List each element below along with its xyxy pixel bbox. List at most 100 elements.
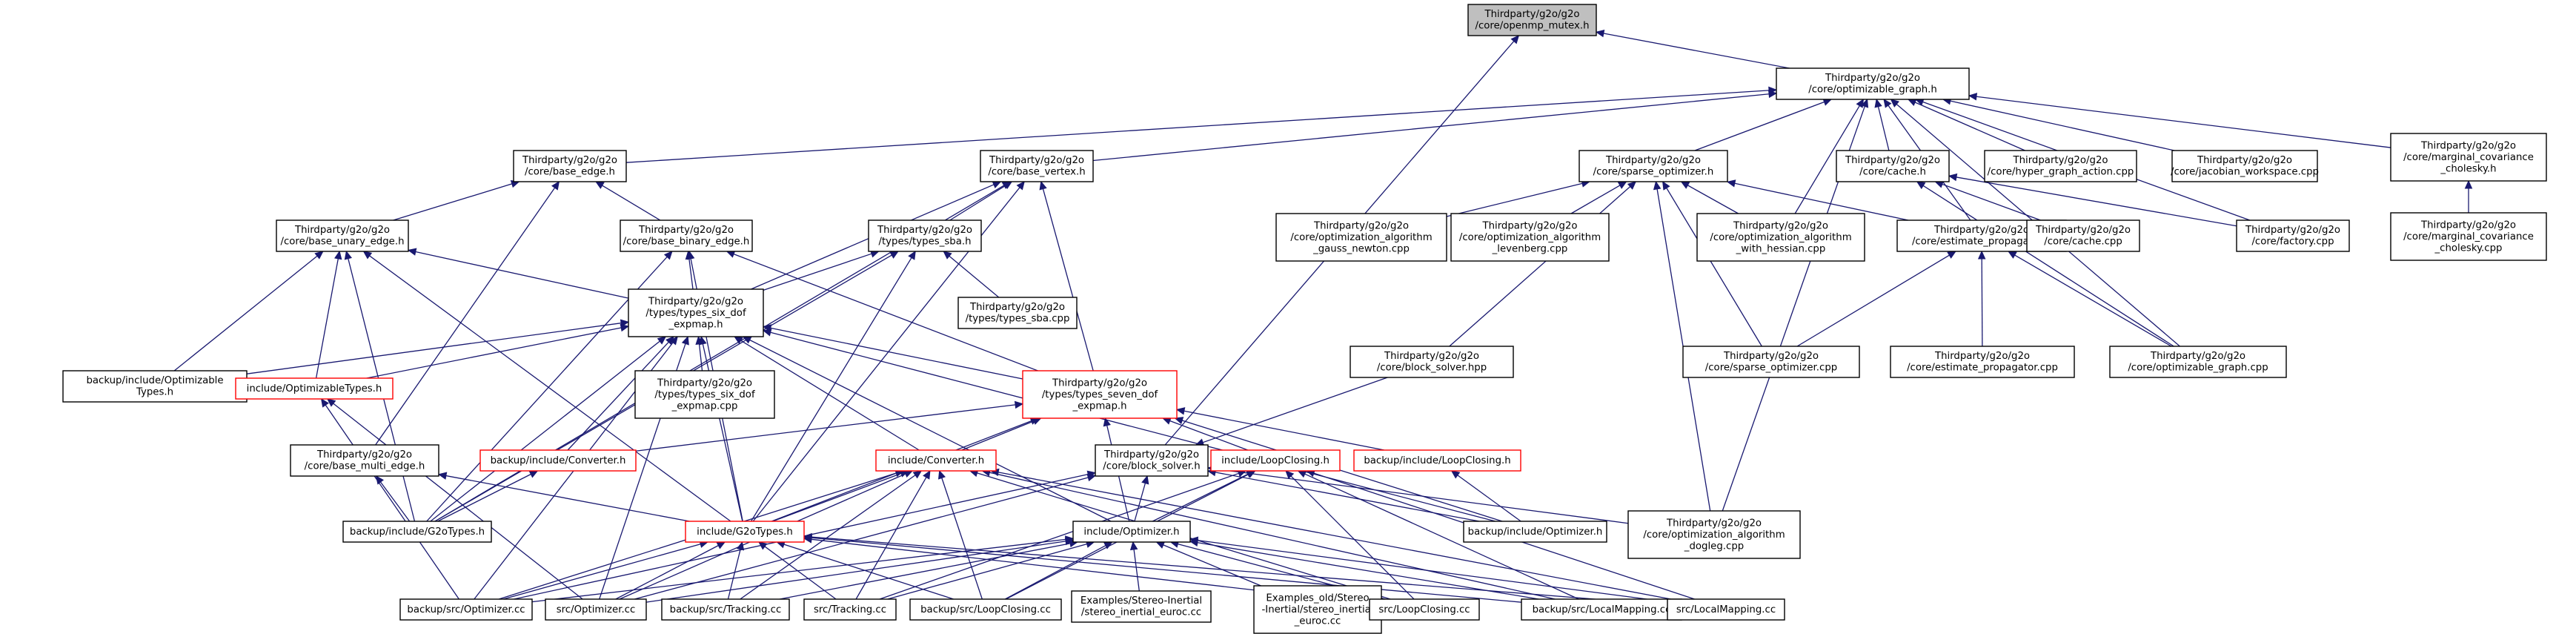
node-cache[interactable]: Thirdparty/g2o/g2o/core/cache.h <box>1836 150 1950 182</box>
node-bs_lc[interactable]: backup/src/LoopClosing.cc <box>909 598 1062 621</box>
node-bue[interactable]: Thirdparty/g2o/g2o/core/base_unary_edge.… <box>276 219 409 252</box>
node-box[interactable] <box>685 521 805 543</box>
node-oawh[interactable]: Thirdparty/g2o/g2o/core/optimization_alg… <box>1696 213 1865 262</box>
node-box[interactable] <box>875 449 997 472</box>
node-box[interactable] <box>1253 585 1382 634</box>
node-inc_lc[interactable]: include/LoopClosing.h <box>1210 449 1341 472</box>
node-box[interactable] <box>2236 219 2350 252</box>
node-box[interactable] <box>1072 521 1191 543</box>
node-box[interactable] <box>2171 150 2318 182</box>
node-t6cpp[interactable]: Thirdparty/g2o/g2o/types/types_six_dof_e… <box>634 370 775 419</box>
node-box[interactable] <box>1022 370 1178 419</box>
node-s_lm[interactable]: src/LocalMapping.cc <box>1667 598 1785 621</box>
node-bs_lm[interactable]: backup/src/LocalMapping.cc <box>1521 598 1682 621</box>
node-box[interactable] <box>1776 67 1970 100</box>
node-socpp[interactable]: Thirdparty/g2o/g2o/core/sparse_optimizer… <box>1682 346 1860 378</box>
node-tsbacpp[interactable]: Thirdparty/g2o/g2o/types/types_sba.cpp <box>957 297 1078 329</box>
node-box[interactable] <box>290 444 439 477</box>
edge-inc_opt-to-t6 <box>749 339 1112 522</box>
node-box[interactable] <box>661 598 790 621</box>
node-box[interactable] <box>1984 150 2137 182</box>
node-box[interactable] <box>479 449 637 472</box>
node-bme[interactable]: Thirdparty/g2o/g2o/core/base_multi_edge.… <box>290 444 439 477</box>
node-s_lc[interactable]: src/LoopClosing.cc <box>1369 598 1480 621</box>
node-box[interactable] <box>634 370 775 419</box>
node-box[interactable] <box>545 598 647 621</box>
node-box[interactable] <box>399 598 533 621</box>
node-box[interactable] <box>1627 510 1801 559</box>
node-box[interactable] <box>1353 449 1521 472</box>
edge-bs_optcc-to-inc_ot <box>325 404 459 600</box>
node-box[interactable] <box>1369 598 1480 621</box>
node-og[interactable]: Thirdparty/g2o/g2o/core/optimizable_grap… <box>1776 67 1970 100</box>
node-box[interactable] <box>620 219 753 252</box>
node-bk_opt[interactable]: backup/include/Optimizer.h <box>1463 521 1607 543</box>
node-box[interactable] <box>1579 150 1728 182</box>
node-oalev[interactable]: Thirdparty/g2o/g2o/core/optimization_alg… <box>1450 213 1610 262</box>
node-box[interactable] <box>1463 521 1607 543</box>
node-box[interactable] <box>957 297 1078 329</box>
node-s_optcc[interactable]: src/Optimizer.cc <box>545 598 647 621</box>
node-epcpp[interactable]: Thirdparty/g2o/g2o/core/estimate_propaga… <box>1890 346 2075 378</box>
node-t6[interactable]: Thirdparty/g2o/g2o/types/types_six_dof_e… <box>628 288 764 337</box>
node-box[interactable] <box>2026 219 2140 252</box>
node-so[interactable]: Thirdparty/g2o/g2o/core/sparse_optimizer… <box>1579 150 1728 182</box>
node-bs_optcc[interactable]: backup/src/Optimizer.cc <box>399 598 533 621</box>
node-box[interactable] <box>1836 150 1950 182</box>
node-box[interactable] <box>2390 212 2547 261</box>
node-ex_si[interactable]: Examples/Stereo-Inertial/stereo_inertial… <box>1071 590 1212 623</box>
node-oadog[interactable]: Thirdparty/g2o/g2o/core/optimization_alg… <box>1627 510 1801 559</box>
node-bk_ot[interactable]: backup/include/OptimizableTypes.h <box>62 370 248 403</box>
node-bs_hpp[interactable]: Thirdparty/g2o/g2o/core/block_solver.hpp <box>1350 346 1514 378</box>
node-bk_g2o[interactable]: backup/include/G2oTypes.h <box>342 521 492 543</box>
node-box[interactable] <box>513 150 627 182</box>
node-box[interactable] <box>1350 346 1514 378</box>
node-s_tr[interactable]: src/Tracking.cc <box>803 598 897 621</box>
node-jw[interactable]: Thirdparty/g2o/g2o/core/jacobian_workspa… <box>2171 150 2319 182</box>
node-box[interactable] <box>1890 346 2075 378</box>
node-inc_opt[interactable]: include/Optimizer.h <box>1072 521 1191 543</box>
node-box[interactable] <box>980 150 1094 182</box>
node-inc_g2o[interactable]: include/G2oTypes.h <box>685 521 805 543</box>
node-omp[interactable]: Thirdparty/g2o/g2o/core/openmp_mutex.h <box>1467 4 1597 36</box>
node-box[interactable] <box>803 598 897 621</box>
node-t7[interactable]: Thirdparty/g2o/g2o/types/types_seven_dof… <box>1022 370 1178 419</box>
edge-bs_lm-to-inc_conv <box>989 472 1556 600</box>
node-cachecpp[interactable]: Thirdparty/g2o/g2o/core/cache.cpp <box>2026 219 2140 252</box>
node-box[interactable] <box>1467 4 1597 36</box>
node-ogcpp[interactable]: Thirdparty/g2o/g2o/core/optimizable_grap… <box>2109 346 2287 378</box>
node-mchcpp[interactable]: Thirdparty/g2o/g2o/core/marginal_covaria… <box>2390 212 2547 261</box>
node-mch[interactable]: Thirdparty/g2o/g2o/core/marginal_covaria… <box>2390 133 2547 182</box>
node-box[interactable] <box>2109 346 2287 378</box>
node-box[interactable] <box>342 521 492 543</box>
node-bs_tr[interactable]: backup/src/Tracking.cc <box>661 598 790 621</box>
node-box[interactable] <box>909 598 1062 621</box>
node-box[interactable] <box>1696 213 1865 262</box>
node-inc_conv[interactable]: include/Converter.h <box>875 449 997 472</box>
node-box[interactable] <box>276 219 409 252</box>
node-box[interactable] <box>1210 449 1341 472</box>
node-factory[interactable]: Thirdparty/g2o/g2o/core/factory.cpp <box>2236 219 2350 252</box>
node-box[interactable] <box>1275 213 1447 262</box>
node-ex_old[interactable]: Examples_old/Stereo-Inertial/stereo_iner… <box>1253 585 1382 634</box>
node-box[interactable] <box>628 288 764 337</box>
node-box[interactable] <box>1450 213 1610 262</box>
node-box[interactable] <box>1682 346 1860 378</box>
node-box[interactable] <box>2390 133 2547 182</box>
node-oagn[interactable]: Thirdparty/g2o/g2o/core/optimization_alg… <box>1275 213 1447 262</box>
node-tsba[interactable]: Thirdparty/g2o/g2o/types/types_sba.h <box>868 219 982 252</box>
node-be[interactable]: Thirdparty/g2o/g2o/core/base_edge.h <box>513 150 627 182</box>
node-bv[interactable]: Thirdparty/g2o/g2o/core/base_vertex.h <box>980 150 1094 182</box>
node-hga[interactable]: Thirdparty/g2o/g2o/core/hyper_graph_acti… <box>1984 150 2137 182</box>
node-bs_h[interactable]: Thirdparty/g2o/g2o/core/block_solver.h <box>1095 444 1209 477</box>
node-label-line: Thirdparty/g2o/g2o <box>1103 449 1199 460</box>
node-box[interactable] <box>868 219 982 252</box>
node-inc_ot[interactable]: include/OptimizableTypes.h <box>235 377 394 400</box>
node-box[interactable] <box>1667 598 1785 621</box>
node-box[interactable] <box>1071 590 1212 623</box>
node-bk_lc[interactable]: backup/include/LoopClosing.h <box>1353 449 1521 472</box>
node-box[interactable] <box>235 377 394 400</box>
node-bk_conv[interactable]: backup/include/Converter.h <box>479 449 637 472</box>
node-box[interactable] <box>1095 444 1209 477</box>
node-bbe[interactable]: Thirdparty/g2o/g2o/core/base_binary_edge… <box>620 219 753 252</box>
